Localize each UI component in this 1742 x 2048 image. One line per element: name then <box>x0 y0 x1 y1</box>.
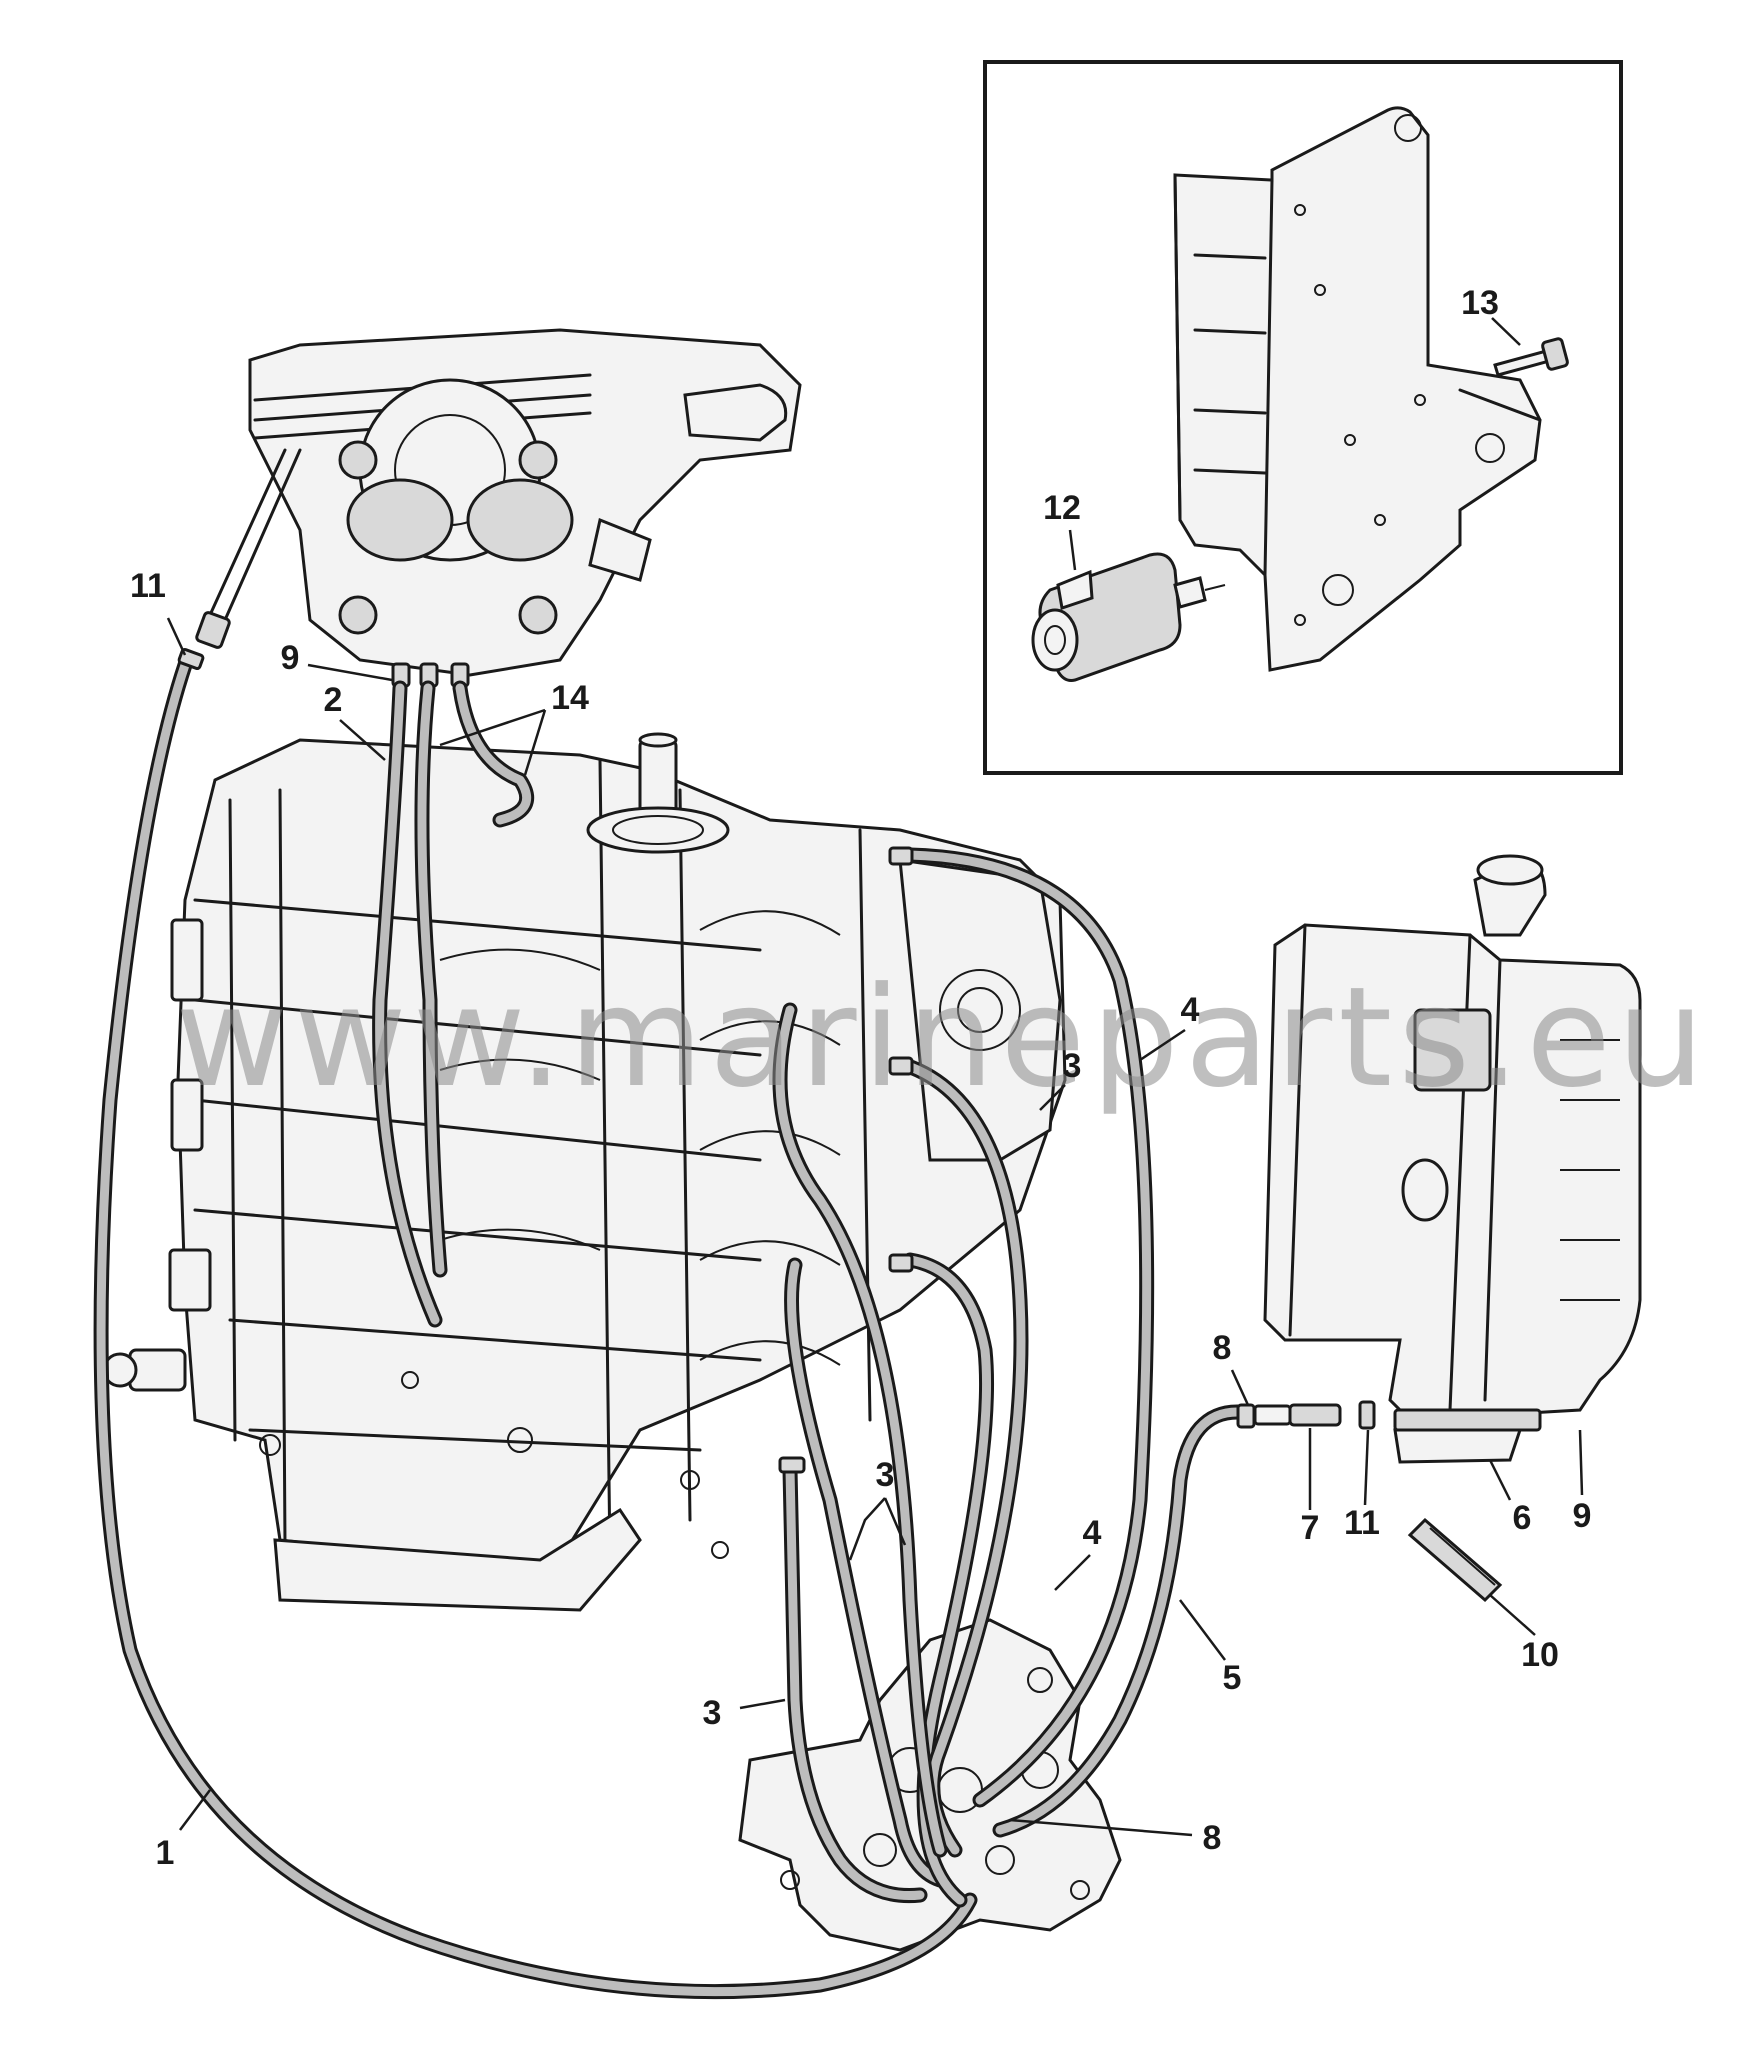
callout-9-top: 9 <box>281 639 300 677</box>
callout-1: 1 <box>156 1834 175 1872</box>
callout-13: 13 <box>1461 284 1499 322</box>
callout-6: 6 <box>1513 1499 1532 1537</box>
hoses <box>93 657 1248 2000</box>
hose-clamps <box>177 648 1256 1474</box>
callout-4-upper: 4 <box>1181 991 1200 1029</box>
callout-8-right: 8 <box>1213 1329 1232 1367</box>
callout-14: 14 <box>551 679 589 717</box>
fuel-filter-10 <box>1407 1517 1503 1603</box>
callout-labels: 1 2 3 3 3 4 4 5 6 7 8 8 9 9 10 11 11 12 … <box>130 284 1591 1872</box>
callout-12: 12 <box>1043 489 1081 527</box>
callout-leaders <box>166 317 1584 1837</box>
callout-8-bottom: 8 <box>1203 1819 1222 1857</box>
callout-11-right: 11 <box>1344 1504 1380 1542</box>
inline-fitting-7 <box>1253 1400 1376 1430</box>
callout-5: 5 <box>1223 1659 1242 1697</box>
callout-2: 2 <box>324 681 343 719</box>
bolt-13 <box>1493 337 1569 377</box>
callout-7: 7 <box>1301 1509 1320 1547</box>
electric-fuel-pump-12 <box>1031 552 1226 682</box>
callout-3-lower: 3 <box>703 1694 722 1732</box>
callout-4-lower: 4 <box>1083 1514 1102 1552</box>
inset-panel <box>983 60 1623 775</box>
engine-powerhead <box>102 732 1067 1612</box>
callout-9-right: 9 <box>1573 1497 1592 1535</box>
callout-11-top: 11 <box>130 567 166 605</box>
fuel-supply-module <box>195 328 802 688</box>
fuel-tank-assembly <box>1263 854 1642 1464</box>
callout-3-upper: 3 <box>1063 1047 1082 1085</box>
callout-10: 10 <box>1521 1636 1559 1674</box>
watermark: www.marineparts.eu <box>175 957 1710 1118</box>
callout-3-middle: 3 <box>876 1456 895 1494</box>
mounting-bracket <box>1173 106 1542 672</box>
